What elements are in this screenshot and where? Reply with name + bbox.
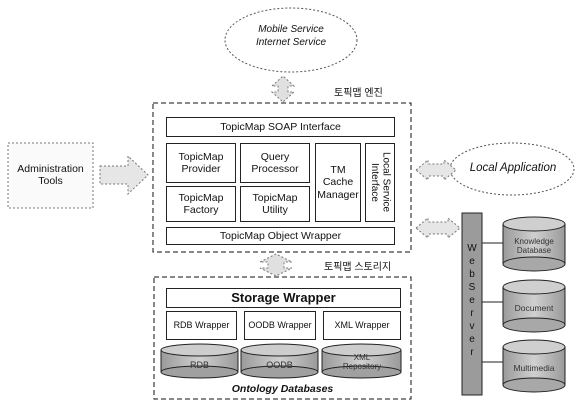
xml-wrapper-box: XML Wrapper	[323, 311, 401, 340]
db-knowledge	[502, 216, 566, 272]
oodb-wrapper-box: OODB Wrapper	[244, 311, 316, 340]
arrow-engine-storage	[259, 253, 293, 277]
local-service-interface-box: Local Service Interface	[365, 143, 395, 222]
cloud-right-text: Local Application	[469, 162, 557, 174]
admin-tools-label: Administration Tools	[17, 163, 84, 188]
provider-box: TopicMap Provider	[166, 143, 236, 183]
cloud-right	[449, 142, 575, 196]
webserver-label: W e b S e r v e r	[462, 242, 482, 359]
ws-letter: v	[469, 321, 475, 332]
rdb-wrapper-box: RDB Wrapper	[166, 311, 237, 340]
ws-letter: e	[469, 295, 475, 306]
local-service-interface-label: Local Service Interface	[369, 152, 392, 213]
arrow-webserver	[415, 216, 461, 240]
arrow-top	[270, 75, 296, 103]
ws-letter: S	[468, 282, 476, 293]
factory-box: TopicMap Factory	[166, 186, 236, 222]
xml-repo-label: XML Repository	[342, 353, 382, 371]
cache-manager-box: TM Cache Manager	[315, 143, 361, 222]
document-db-label: Document	[514, 303, 554, 313]
storage-container	[153, 276, 412, 400]
webserver-connectors	[482, 242, 503, 363]
multimedia-db-label: Multimedia	[513, 363, 555, 373]
ws-letter: r	[470, 308, 474, 319]
oodb-label: OODB	[266, 360, 293, 370]
storage-wrapper-box: Storage Wrapper	[166, 288, 401, 308]
db-document	[502, 279, 566, 333]
db-xml	[321, 343, 402, 379]
ws-letter: r	[470, 347, 474, 358]
cloud-top	[224, 7, 358, 73]
engine-container	[152, 102, 412, 253]
engine-title: 토픽맵 엔진	[334, 88, 383, 99]
cloud-top-line1: Mobile Service	[258, 24, 324, 35]
db-rdb	[160, 343, 239, 379]
arrow-admin-engine	[99, 154, 149, 196]
db-oodb	[240, 343, 319, 379]
knowledge-db-label: Knowledge Database	[514, 237, 554, 255]
ws-letter: b	[469, 269, 475, 280]
db-multimedia	[502, 339, 566, 393]
ws-letter: W	[467, 243, 477, 254]
utility-box: TopicMap Utility	[240, 186, 310, 222]
ontology-db-label: Ontology Databases	[231, 383, 334, 395]
soap-interface-box: TopicMap SOAP Interface	[166, 117, 395, 137]
object-wrapper-box: TopicMap Object Wrapper	[166, 227, 395, 245]
webserver-bar	[461, 212, 483, 396]
ws-letter: e	[469, 334, 475, 345]
arrow-local-app	[415, 158, 457, 182]
storage-title: 토픽맵 스토리지	[324, 262, 392, 273]
cloud-top-line2: Internet Service	[255, 37, 327, 48]
rdb-label: RDB	[189, 360, 209, 370]
ws-letter: e	[469, 256, 475, 267]
admin-box-border	[7, 142, 94, 209]
query-processor-box: Query Processor	[240, 143, 310, 183]
